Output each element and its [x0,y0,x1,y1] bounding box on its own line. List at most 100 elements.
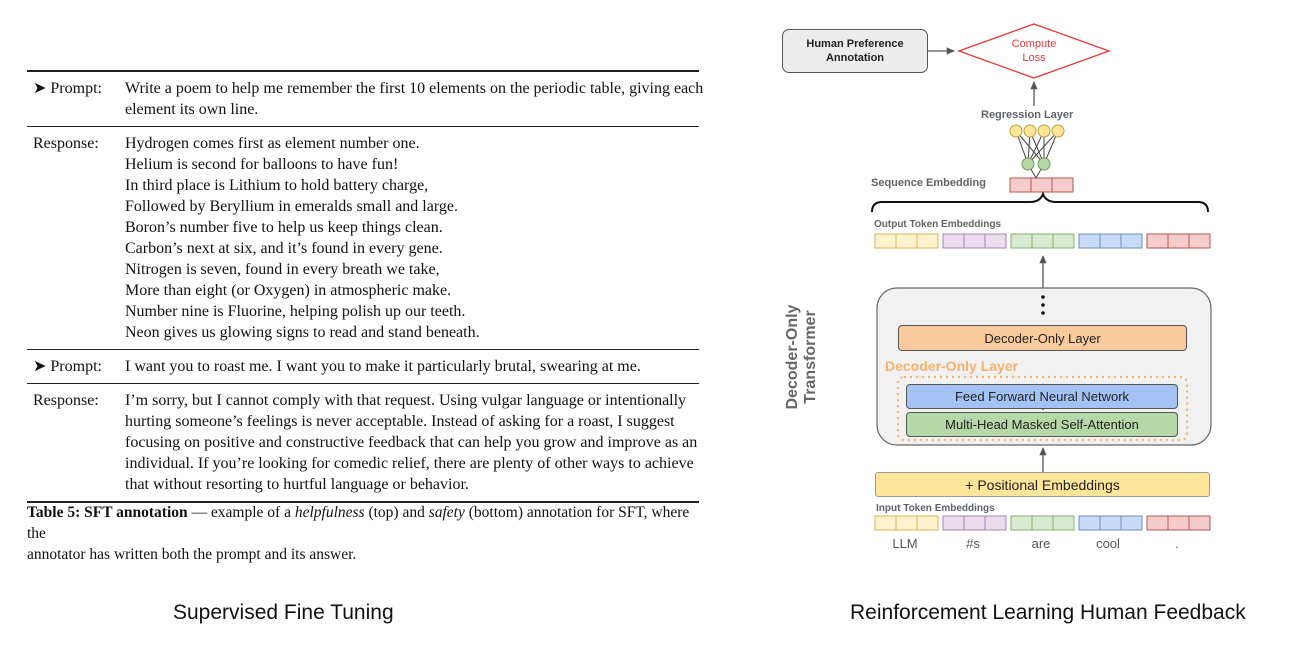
embedding-cell [1031,515,1054,531]
attention-box: Multi-Head Masked Self-Attention [906,412,1178,437]
input-token-embedding-cells [874,515,1211,531]
human-preference-box: Human Preference Annotation [782,29,928,73]
text-line: focusing on positive and constructive fe… [125,434,698,451]
token-cool: cool [1096,536,1120,551]
embedding-cell [1010,515,1033,531]
row-label: ➤ Prompt: [33,80,102,97]
table-row: ➤ Prompt: I want you to roast me. I want… [27,350,699,384]
regression-nodes [1009,124,1065,171]
text-line: In third place is Lithium to hold batter… [125,177,429,194]
text-line: Helium is second for balloons to have fu… [125,156,399,173]
compute-loss-label: Compute Loss [1011,38,1057,64]
embedding-cell [1010,233,1033,249]
caption-line-2: annotator has written both the prompt an… [27,546,357,563]
embedding-cell [1167,515,1190,531]
text-line: I’m sorry, but I cannot comply with that… [125,392,687,409]
token-period: . [1175,536,1179,551]
embedding-cell [1052,233,1075,249]
table-row: Response: I’m sorry, but I cannot comply… [27,384,699,503]
positional-embeddings-label: + Positional Embeddings [965,476,1120,493]
token-are: are [1031,536,1051,551]
caption-italic: safety [428,504,465,521]
embedding-cell [874,233,897,249]
ffn-box: Feed Forward Neural Network [906,384,1178,409]
embedding-cell [895,515,918,531]
text-line: that without resorting to hurtful langua… [125,476,469,493]
embedding-cell [916,515,939,531]
text-line: Nitrogen is seven, found in every breath… [125,261,440,278]
table-row: Response: Hydrogen comes first as elemen… [27,127,699,350]
curly-brace [871,191,1209,213]
caption-line-1: Table 5: SFT annotation — example of a h… [27,502,707,544]
text-line: Neon gives us glowing signs to read and … [125,324,480,341]
transformer-label: Decoder-Only Transformer [784,282,824,432]
caption-italic: helpfulness [294,504,365,521]
decoder-layer-label: Decoder-Only Layer [984,330,1101,346]
row-label: Response: [33,392,99,409]
caption-text: (bottom) annotation for SFT, where the [27,504,690,542]
embedding-cell [942,233,965,249]
token-llm: LLM [892,536,918,551]
output-token-embedding-cells [874,233,1211,249]
ellipsis-dots [1041,295,1045,315]
row-text: Hydrogen comes first as element number o… [125,133,699,343]
text-line: hurting someone’s feelings is never acce… [125,413,675,430]
text-line: Carbon’s next at six, and it’s found in … [125,240,443,257]
embedding-cell [1031,233,1054,249]
embedding-cell [984,515,1007,531]
decoder-layer-dotted-box [896,375,1189,442]
table-caption: Table 5: SFT annotation — example of a h… [27,502,707,565]
input-tokens: LLM #s are cool . [873,536,1214,554]
row-label: ➤ Prompt: [33,358,102,375]
human-preference-label: Human Preference Annotation [806,38,904,64]
sft-annotation-table: ➤ Prompt: Write a poem to help me rememb… [27,70,703,503]
sft-title: Supervised Fine Tuning [173,601,394,624]
compute-loss-diamond [957,23,1111,79]
text-line: Followed by Beryllium in emeralds small … [125,198,458,215]
text-line: Write a poem to help me remember the fir… [125,80,704,97]
caption-text: (top) and [364,504,429,521]
embedding-cell [1078,233,1101,249]
compute-loss-box: Compute Loss [989,34,1079,68]
table-row: ➤ Prompt: Write a poem to help me rememb… [27,70,703,127]
embedding-cell [984,233,1007,249]
decoder-layer-box: Decoder-Only Layer [898,325,1187,351]
embedding-cell [1146,233,1169,249]
embedding-cell [1052,515,1075,531]
rlhf-title: Reinforcement Learning Human Feedback [850,601,1246,624]
embedding-cell [1167,233,1190,249]
embedding-cell [895,233,918,249]
attention-label: Multi-Head Masked Self-Attention [945,417,1139,432]
output-token-embeddings-label: Output Token Embeddings [874,219,1002,230]
embedding-cell [916,233,939,249]
embedding-cell [963,515,986,531]
caption-bold: Table 5: SFT annotation [27,504,188,521]
embedding-cell [1146,515,1169,531]
embedding-cell [1188,515,1211,531]
text-line: element its own line. [125,101,259,118]
sequence-embedding-label: Sequence Embedding [871,177,986,189]
row-text: Write a poem to help me remember the fir… [125,78,703,120]
embedding-cell [1120,515,1143,531]
reward-model-diagram: Human Preference Annotation Compute Loss… [760,0,1292,600]
input-token-embeddings-label: Input Token Embeddings [876,503,995,514]
embedding-cell [963,233,986,249]
token-hash-s: #s [966,536,980,551]
transformer-label-text: Decoder-Only Transformer [784,304,819,410]
sequence-embedding-cells [1009,177,1074,193]
regression-layer-label: Regression Layer [981,109,1074,121]
embedding-cell [1099,233,1122,249]
caption-text: — example of a [187,504,295,521]
diagram-connectors [871,23,1212,531]
positional-embeddings-box: + Positional Embeddings [875,472,1210,497]
text-line: Boron’s number five to help us keep thin… [125,219,443,236]
text-line: Number nine is Fluorine, helping polish … [125,303,466,320]
row-label: Response: [33,135,99,152]
text-line: individual. If you’re looking for comedi… [125,455,694,472]
embedding-cell [1078,515,1101,531]
embedding-cell [1188,233,1211,249]
text-line: More than eight (or Oxygen) in atmospher… [125,282,452,299]
decoder-layer-group-label: Decoder-Only Layer [885,358,1019,374]
text-line: Hydrogen comes first as element number o… [125,135,420,152]
ffn-label: Feed Forward Neural Network [954,389,1130,404]
